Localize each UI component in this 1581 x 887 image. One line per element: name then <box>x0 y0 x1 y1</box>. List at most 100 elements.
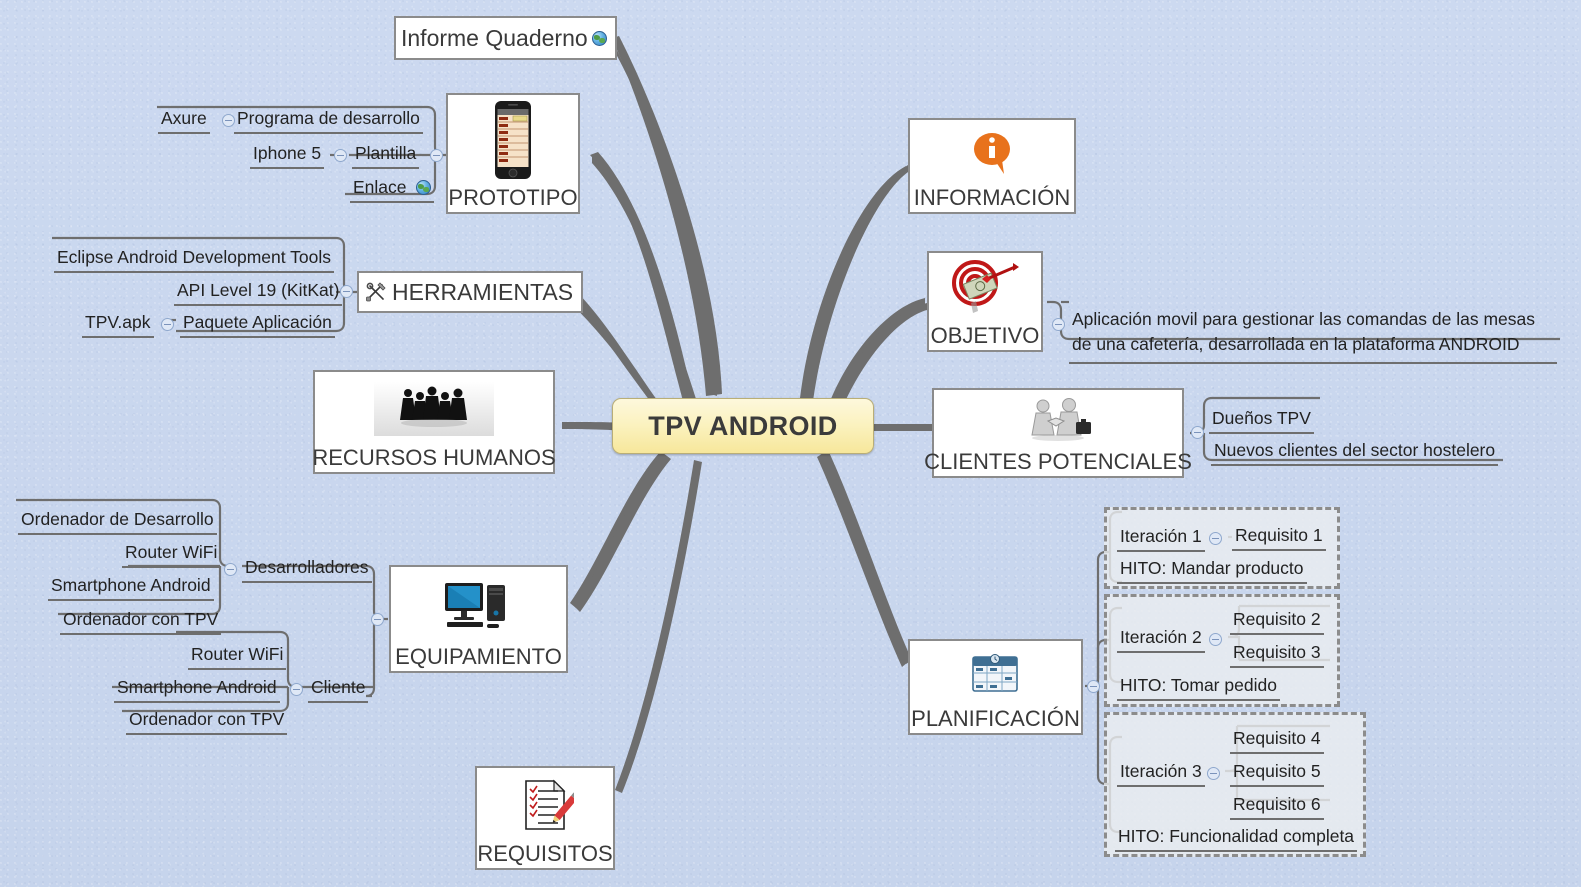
subnode-cliente[interactable]: Cliente <box>308 676 369 703</box>
subnode-requisito-2[interactable]: Requisito 2 <box>1230 608 1324 635</box>
toggle-desarrolladores[interactable] <box>224 563 237 576</box>
subnode-requisito-3[interactable]: Requisito 3 <box>1230 641 1324 668</box>
subnode-hito-2-label: HITO: Tomar pedido <box>1120 675 1277 695</box>
toggle-iteracion-3[interactable] <box>1207 767 1220 780</box>
subnode-axure[interactable]: Axure <box>158 107 210 134</box>
subnode-iteracion-2[interactable]: Iteración 2 <box>1117 626 1205 653</box>
subnode-duenos-tpv[interactable]: Dueños TPV <box>1209 407 1314 434</box>
desktop-computer-icon <box>444 582 505 628</box>
subnode-iphone5-label: Iphone 5 <box>253 143 322 163</box>
subnode-enlace[interactable]: Enlace <box>350 176 435 203</box>
boundary-iteracion-3 <box>1104 712 1366 857</box>
subnode-programa-desarrollo-label: Programa de desarrollo <box>237 108 420 128</box>
subnode-hito-1[interactable]: HITO: Mandar producto <box>1117 557 1307 584</box>
subnode-duenos-tpv-label: Dueños TPV <box>1212 408 1311 428</box>
node-informacion[interactable]: INFORMACIÓN <box>908 118 1076 214</box>
subnode-nuevos-clientes-label: Nuevos clientes del sector hostelero <box>1214 440 1496 460</box>
subnode-ordenador-tpv-dev[interactable]: Ordenador con TPV <box>60 608 222 635</box>
node-objetivo-label: OBJETIVO <box>930 322 1040 348</box>
toggle-prototipo[interactable] <box>430 149 443 162</box>
toggle-herramientas[interactable] <box>340 285 353 298</box>
toggle-planificacion[interactable] <box>1087 680 1100 693</box>
node-requisitos-label: REQUISITOS <box>477 840 613 866</box>
toggle-iteracion-2[interactable] <box>1209 633 1222 646</box>
subnode-smartphone-android-dev-label: Smartphone Android <box>51 575 211 595</box>
subnode-iteracion-1[interactable]: Iteración 1 <box>1117 525 1205 552</box>
subnode-nuevos-clientes[interactable]: Nuevos clientes del sector hostelero <box>1211 439 1499 466</box>
node-planificacion-label: PLANIFICACIÓN <box>911 705 1080 731</box>
requisitos-icon-wrap <box>477 768 613 842</box>
node-objetivo[interactable]: OBJETIVO <box>927 251 1043 352</box>
node-recursos-humanos-label: RECURSOS HUMANOS <box>312 444 556 470</box>
subnode-plantilla[interactable]: Plantilla <box>352 142 420 169</box>
subnode-ordenador-desarrollo-label: Ordenador de Desarrollo <box>21 509 214 529</box>
toggle-iteracion-1[interactable] <box>1209 532 1222 545</box>
subnode-paquete-aplicacion-label: Paquete Aplicación <box>183 312 332 332</box>
handshake-briefcase-icon <box>1031 397 1091 441</box>
subnode-eclipse-adt[interactable]: Eclipse Android Development Tools <box>54 246 335 273</box>
node-herramientas[interactable]: HERRAMIENTAS <box>357 271 584 313</box>
node-equipamiento-label: EQUIPAMIENTO <box>395 643 562 669</box>
clientes-icon-wrap <box>934 390 1182 450</box>
iphone-mockup-icon <box>495 101 531 180</box>
subnode-smartphone-android-dev[interactable]: Smartphone Android <box>48 574 214 601</box>
info-speech-bubble-icon <box>974 132 1010 174</box>
subnode-ordenador-tpv-cli[interactable]: Ordenador con TPV <box>126 708 288 735</box>
toggle-clientes-potenciales[interactable] <box>1191 426 1204 439</box>
objetivo-icon-wrap <box>929 253 1041 324</box>
subnode-smartphone-android-cli[interactable]: Smartphone Android <box>114 676 280 703</box>
node-herramientas-label: HERRAMIENTAS <box>392 278 574 305</box>
node-informe-quaderno-label: Informe Quaderno <box>401 24 588 51</box>
calendar-clock-icon <box>971 653 1018 692</box>
planificacion-icon-wrap <box>910 641 1081 707</box>
node-informe-quaderno[interactable]: Informe Quaderno <box>394 16 617 60</box>
checklist-pencil-icon <box>525 779 574 830</box>
toggle-equipamiento[interactable] <box>371 613 384 626</box>
subnode-requisito-4-label: Requisito 4 <box>1233 728 1321 748</box>
subnode-requisito-4[interactable]: Requisito 4 <box>1230 727 1324 754</box>
subnode-objetivo-descripcion-text: Aplicación movil para gestionar las coma… <box>1072 309 1536 355</box>
node-prototipo-label: PROTOTIPO <box>448 184 578 210</box>
subnode-axure-label: Axure <box>161 108 207 128</box>
subnode-requisito-5[interactable]: Requisito 5 <box>1230 760 1324 787</box>
node-clientes-potenciales[interactable]: CLIENTES POTENCIALES <box>924 388 1192 478</box>
toggle-programa-desarrollo[interactable] <box>222 114 235 127</box>
subnode-requisito-1-label: Requisito 1 <box>1235 525 1323 545</box>
subnode-desarrolladores-label: Desarrolladores <box>245 557 369 577</box>
node-clientes-potenciales-label: CLIENTES POTENCIALES <box>924 448 1192 474</box>
subnode-paquete-aplicacion[interactable]: Paquete Aplicación <box>180 311 335 338</box>
subnode-desarrolladores[interactable]: Desarrolladores <box>242 556 372 583</box>
node-recursos-humanos[interactable]: RECURSOS HUMANOS <box>312 370 556 474</box>
subnode-smartphone-android-cli-label: Smartphone Android <box>117 677 277 697</box>
subnode-hito-1-label: HITO: Mandar producto <box>1120 558 1304 578</box>
subnode-eclipse-adt-label: Eclipse Android Development Tools <box>57 247 332 267</box>
subnode-iteracion-3-label: Iteración 3 <box>1120 761 1202 781</box>
subnode-api-level[interactable]: API Level 19 (KitKat) <box>174 279 343 306</box>
toggle-plantilla[interactable] <box>334 149 347 162</box>
toggle-paquete-aplicacion[interactable] <box>161 318 174 331</box>
subnode-requisito-6[interactable]: Requisito 6 <box>1230 793 1324 820</box>
node-requisitos[interactable]: REQUISITOS <box>475 766 615 870</box>
toggle-objetivo[interactable] <box>1052 318 1065 331</box>
subnode-requisito-1[interactable]: Requisito 1 <box>1232 524 1326 551</box>
node-informacion-label: INFORMACIÓN <box>913 184 1071 210</box>
subnode-hito-2[interactable]: HITO: Tomar pedido <box>1117 674 1280 701</box>
subnode-router-wifi-dev[interactable]: Router WiFi <box>122 541 221 568</box>
node-planificacion[interactable]: PLANIFICACIÓN <box>908 639 1083 735</box>
subnode-ordenador-desarrollo[interactable]: Ordenador de Desarrollo <box>18 508 217 535</box>
globe-icon <box>416 180 432 195</box>
subnode-iphone5[interactable]: Iphone 5 <box>250 142 325 169</box>
node-equipamiento[interactable]: EQUIPAMIENTO <box>389 565 568 673</box>
subnode-hito-3[interactable]: HITO: Funcionalidad completa <box>1115 825 1358 852</box>
subnode-iteracion-3[interactable]: Iteración 3 <box>1117 760 1205 787</box>
subnode-router-wifi-cli[interactable]: Router WiFi <box>188 643 287 670</box>
node-prototipo[interactable]: PROTOTIPO <box>446 93 580 214</box>
toggle-cliente[interactable] <box>290 683 303 696</box>
subnode-requisito-2-label: Requisito 2 <box>1233 609 1321 629</box>
subnode-tpv-apk-label: TPV.apk <box>85 312 151 332</box>
central-node[interactable]: TPV ANDROID <box>612 398 874 454</box>
subnode-router-wifi-dev-label: Router WiFi <box>125 542 218 562</box>
subnode-objetivo-descripcion[interactable]: Aplicación movil para gestionar las coma… <box>1069 306 1557 364</box>
subnode-programa-desarrollo[interactable]: Programa de desarrollo <box>234 107 423 134</box>
subnode-tpv-apk[interactable]: TPV.apk <box>82 311 154 338</box>
